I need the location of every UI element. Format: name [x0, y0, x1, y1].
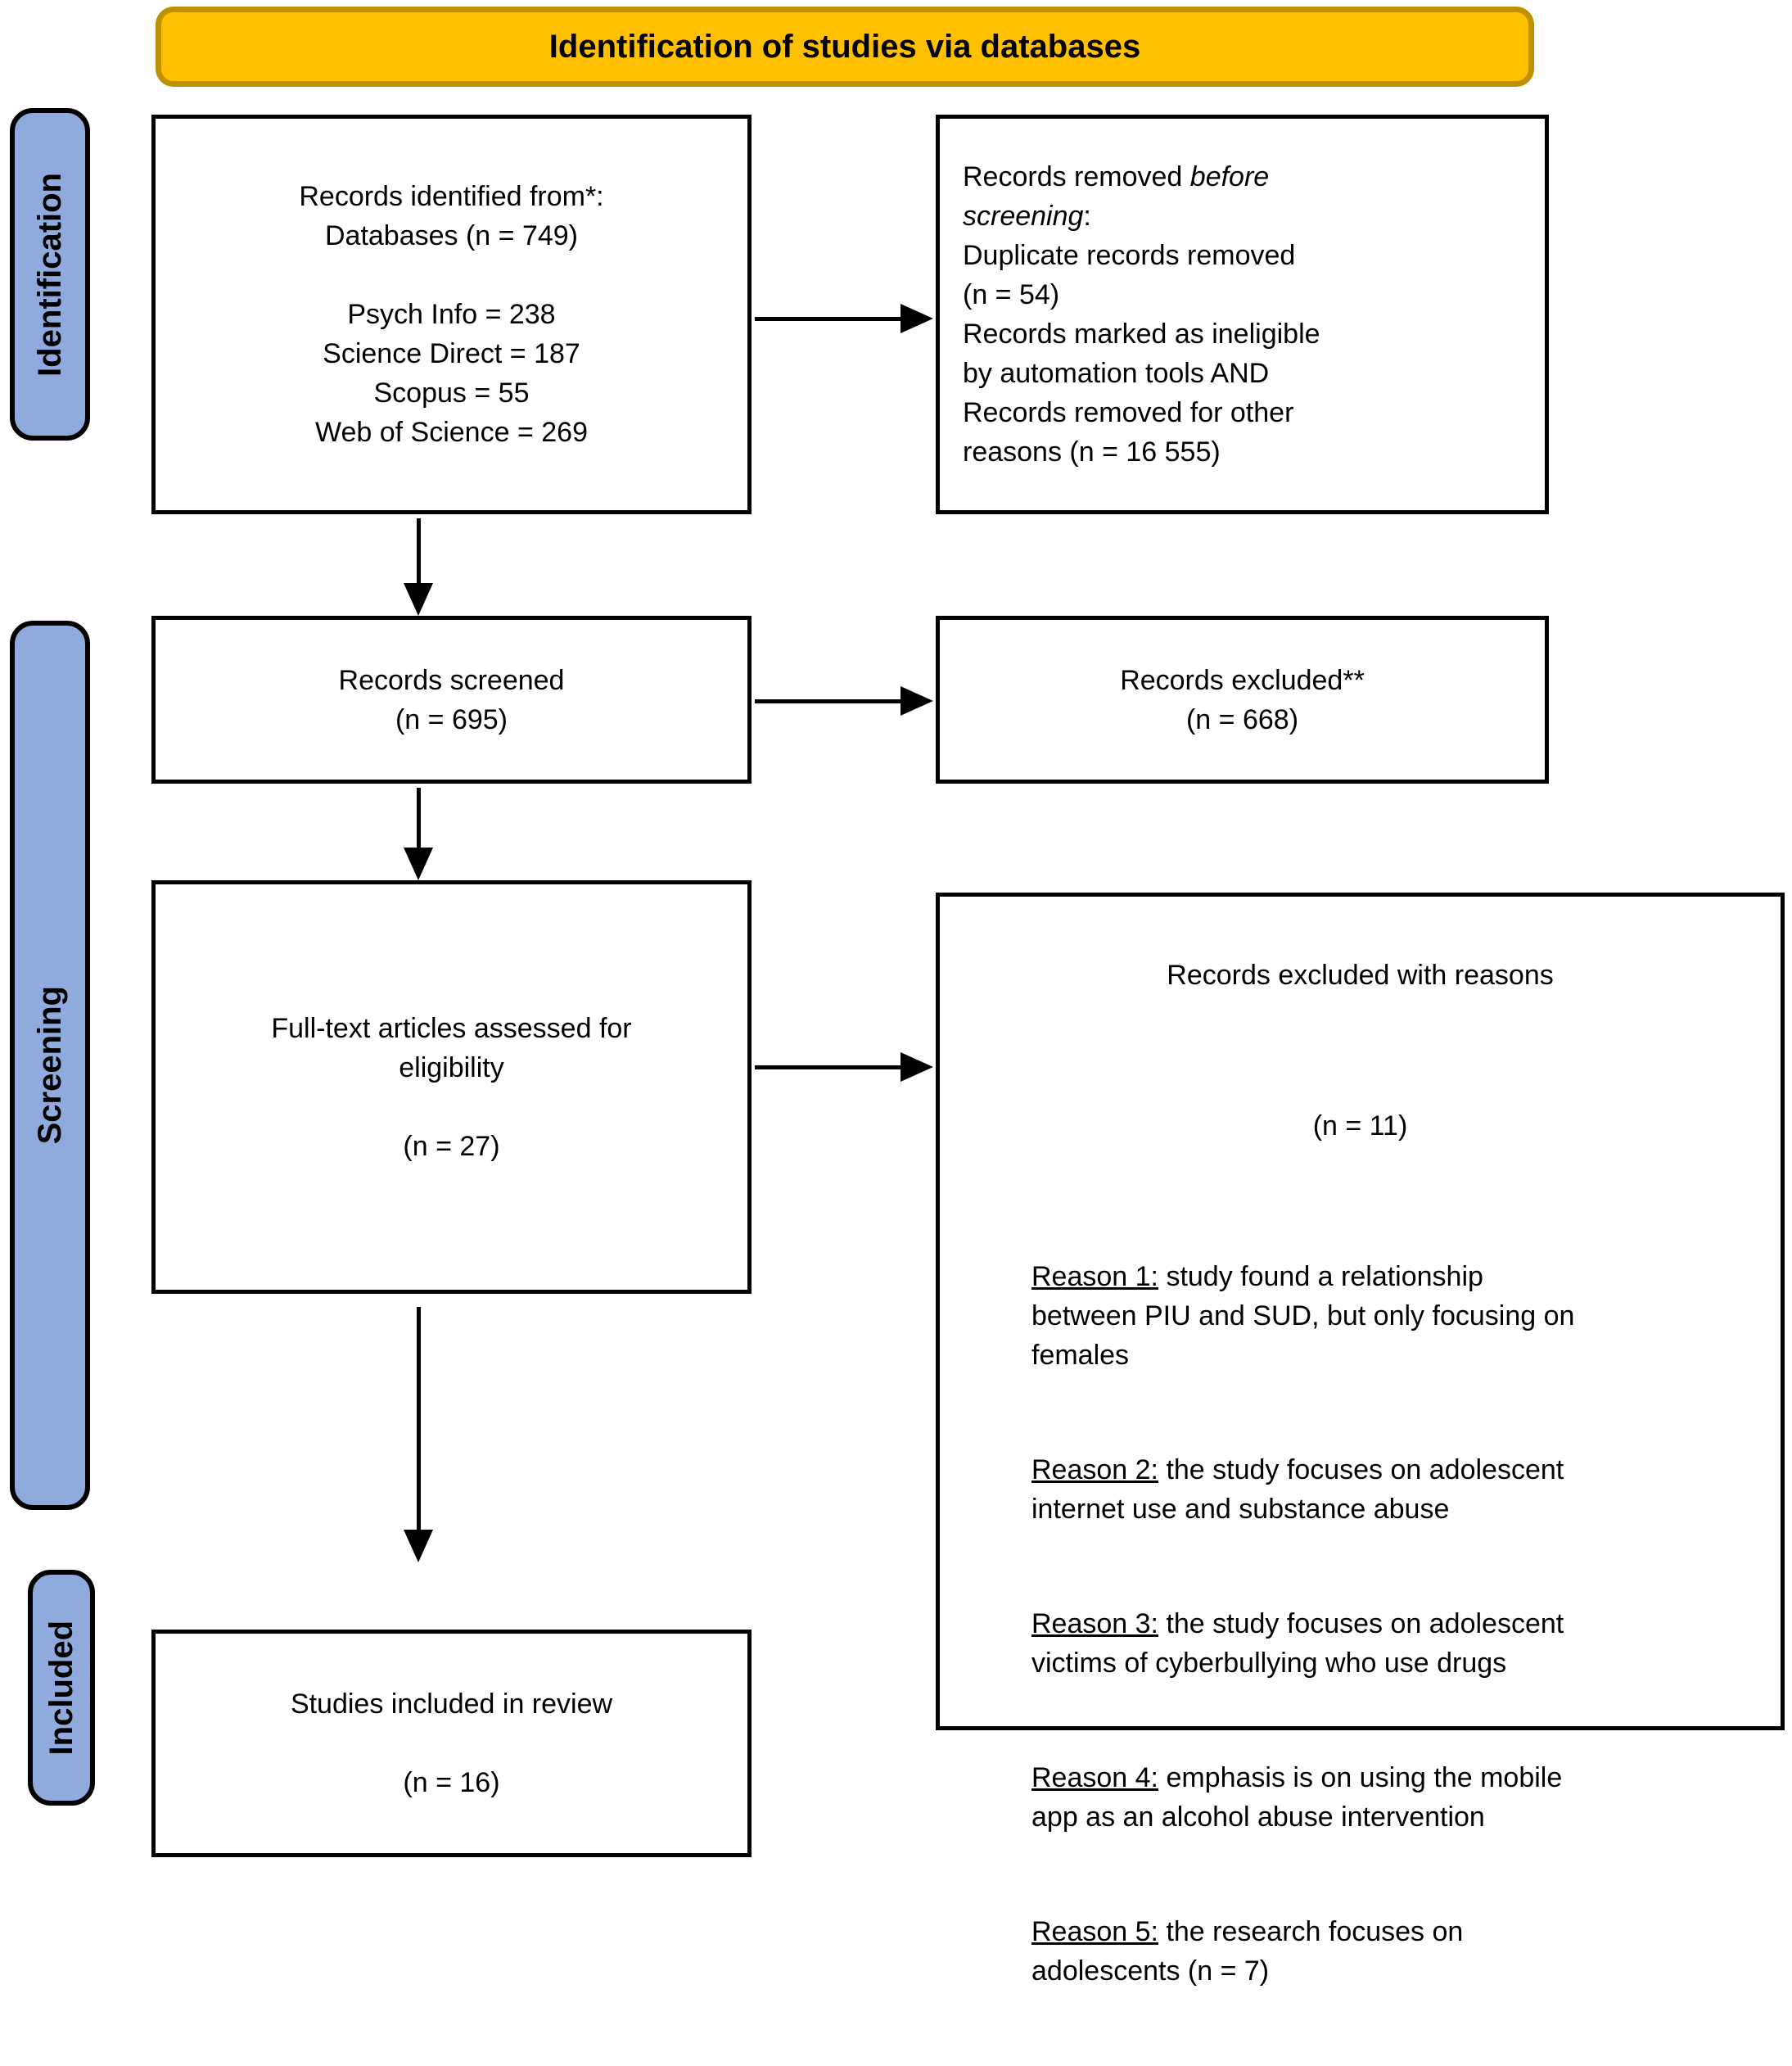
banner-identification-of-studies: Identification of studies via databases: [156, 7, 1534, 87]
exclusion-reason-1-label: Reason 1:: [1031, 1261, 1158, 1292]
arrow-identified-to-screened-line: [417, 518, 421, 585]
exclusion-reason-5-label: Reason 5:: [1031, 1916, 1158, 1947]
records-removed-intro-italic: before screening: [963, 161, 1270, 232]
stage-label-identification-text: Identification: [31, 172, 68, 377]
records-screened-text: Records screened (n = 695): [338, 664, 565, 735]
banner-title: Identification of studies via databases: [548, 28, 1141, 65]
box-fulltext-assessed: Full-text articles assessed for eligibil…: [151, 880, 752, 1294]
exclusion-reason-2-text: the study focuses on adolescent internet…: [1031, 1454, 1564, 1525]
records-removed-intro-plain: Records removed: [963, 161, 1190, 192]
stage-label-identification: Identification: [10, 108, 90, 441]
exclusion-reason-3-text: the study focuses on adolescent victims …: [1031, 1608, 1564, 1679]
stage-label-screening: Screening: [10, 621, 90, 1510]
exclusion-reason-1: Reason 1: study found a relationship bet…: [1031, 1257, 1715, 1375]
prisma-flow-diagram: Identification of studies via databases …: [10, 7, 1785, 1987]
stage-label-included-text: Included: [43, 1620, 79, 1756]
arrow-screened-to-excluded-line: [755, 699, 903, 703]
box-excluded-with-reasons: Records excluded with reasons (n = 11) R…: [936, 893, 1785, 1987]
studies-included-text: Studies included in review (n = 16): [290, 1689, 613, 1798]
records-removed-intro: Records removed before screening:: [963, 157, 1522, 236]
arrow-identified-to-removed-head: [901, 304, 933, 333]
records-removed-item-duplicates: Duplicate records removed (n = 54): [963, 240, 1296, 310]
arrow-fulltext-to-included-head: [404, 1530, 433, 1562]
fulltext-assessed-text: Full-text articles assessed for eligibil…: [271, 1012, 632, 1162]
arrow-screened-to-fulltext-head: [404, 848, 433, 880]
stage-label-included: Included: [28, 1570, 95, 1806]
box-records-screened: Records screened (n = 695): [151, 616, 752, 784]
excluded-with-reasons-count: (n = 11): [1312, 1110, 1408, 1141]
exclusion-reason-4: Reason 4: emphasis is on using the mobil…: [1031, 1758, 1715, 1837]
exclusion-reason-5: Reason 5: the research focuses on adoles…: [1031, 1912, 1715, 1991]
records-removed-item-ineligible: Records marked as ineligible by automati…: [963, 319, 1320, 468]
records-identified-text: Records identified from*: Databases (n =…: [299, 181, 604, 448]
stage-label-screening-text: Screening: [31, 986, 68, 1145]
exclusion-reason-3: Reason 3: the study focuses on adolescen…: [1031, 1604, 1715, 1683]
box-records-excluded: Records excluded** (n = 668): [936, 616, 1549, 784]
arrow-fulltext-to-reasons-line: [755, 1065, 903, 1069]
arrow-identified-to-screened-head: [404, 583, 433, 616]
arrow-fulltext-to-reasons-head: [901, 1052, 933, 1082]
records-removed-intro-suffix: :: [1083, 201, 1091, 232]
arrow-identified-to-removed-line: [755, 317, 903, 321]
arrow-screened-to-fulltext-line: [417, 788, 421, 850]
box-records-removed: Records removed before screening: Duplic…: [936, 115, 1549, 514]
exclusion-reason-4-text: emphasis is on using the mobile app as a…: [1031, 1762, 1563, 1833]
box-studies-included: Studies included in review (n = 16): [151, 1630, 752, 1857]
records-excluded-text: Records excluded** (n = 668): [1120, 664, 1365, 735]
exclusion-reason-2: Reason 2: the study focuses on adolescen…: [1031, 1450, 1715, 1529]
exclusion-reason-4-label: Reason 4:: [1031, 1762, 1158, 1793]
arrow-screened-to-excluded-head: [901, 686, 933, 716]
arrow-fulltext-to-included-line: [417, 1307, 421, 1531]
excluded-with-reasons-title: Records excluded with reasons: [1167, 960, 1554, 991]
exclusion-reason-3-label: Reason 3:: [1031, 1608, 1158, 1639]
box-records-identified: Records identified from*: Databases (n =…: [151, 115, 752, 514]
exclusion-reason-1-text: study found a relationship between PIU a…: [1031, 1261, 1575, 1371]
exclusion-reason-2-label: Reason 2:: [1031, 1454, 1158, 1485]
